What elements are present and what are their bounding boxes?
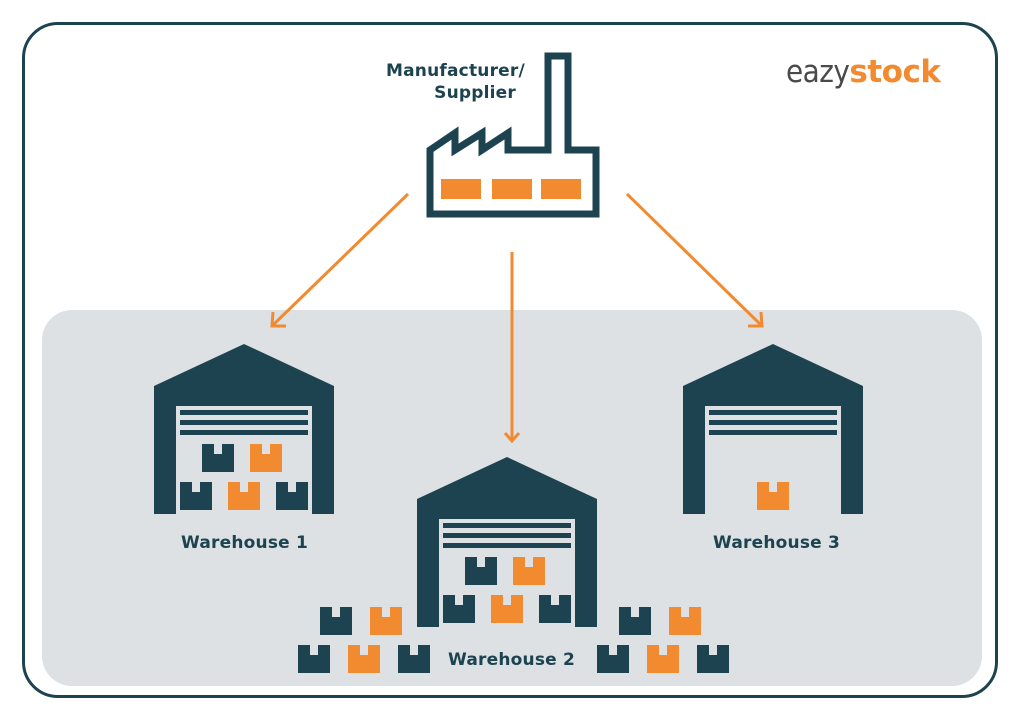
arrow-to-warehouse-1 <box>270 192 410 328</box>
warehouse-2-icon <box>417 457 597 627</box>
warehouse-3-icon <box>683 344 863 514</box>
warehouse-3-label: Warehouse 3 <box>713 533 841 553</box>
source-label-line2: Supplier <box>434 83 516 103</box>
logo-part2: stock <box>849 54 941 90</box>
arrow-to-warehouse-2 <box>503 252 521 444</box>
diagram-frame <box>22 22 998 698</box>
logo-part1: eazy <box>786 54 850 90</box>
source-label: Manufacturer/ Supplier <box>386 60 525 104</box>
warehouse-1-label: Warehouse 1 <box>181 533 309 553</box>
source-label-line1: Manufacturer/ <box>386 61 525 81</box>
factory-icon <box>426 52 600 218</box>
eazystock-logo: eazystock <box>786 54 941 90</box>
boxes-left <box>298 607 430 673</box>
boxes-right <box>597 607 729 673</box>
warehouse-2-label: Warehouse 2 <box>448 650 576 670</box>
arrow-to-warehouse-3 <box>625 192 764 328</box>
warehouse-1-icon <box>154 344 334 514</box>
